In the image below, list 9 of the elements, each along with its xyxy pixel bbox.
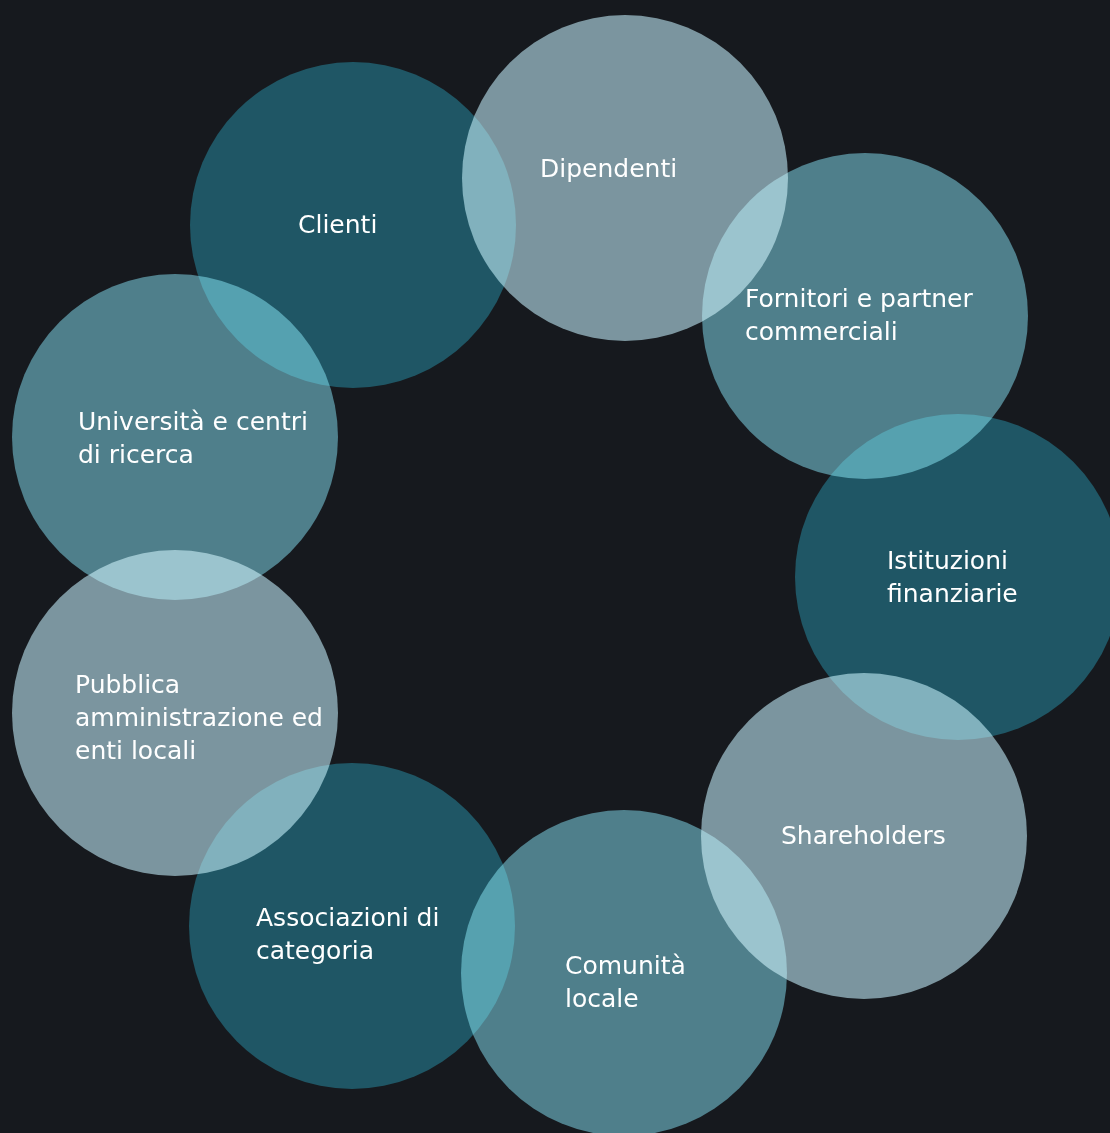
circle-label: Associazioni di categoria [256, 902, 441, 967]
circle-label: Comunità locale [565, 950, 687, 1015]
circle-label: Dipendenti [540, 153, 678, 185]
circle-label: Shareholders [781, 820, 946, 852]
circle-label: Clienti [298, 209, 378, 241]
circle-label: Università e centri di ricerca [78, 406, 309, 471]
circle-label: Istituzioni finanziarie [887, 545, 1019, 610]
circle-label: Fornitori e partner commerciali [745, 283, 974, 348]
circle-label: Pubblica amministrazione ed enti locali [75, 669, 324, 767]
